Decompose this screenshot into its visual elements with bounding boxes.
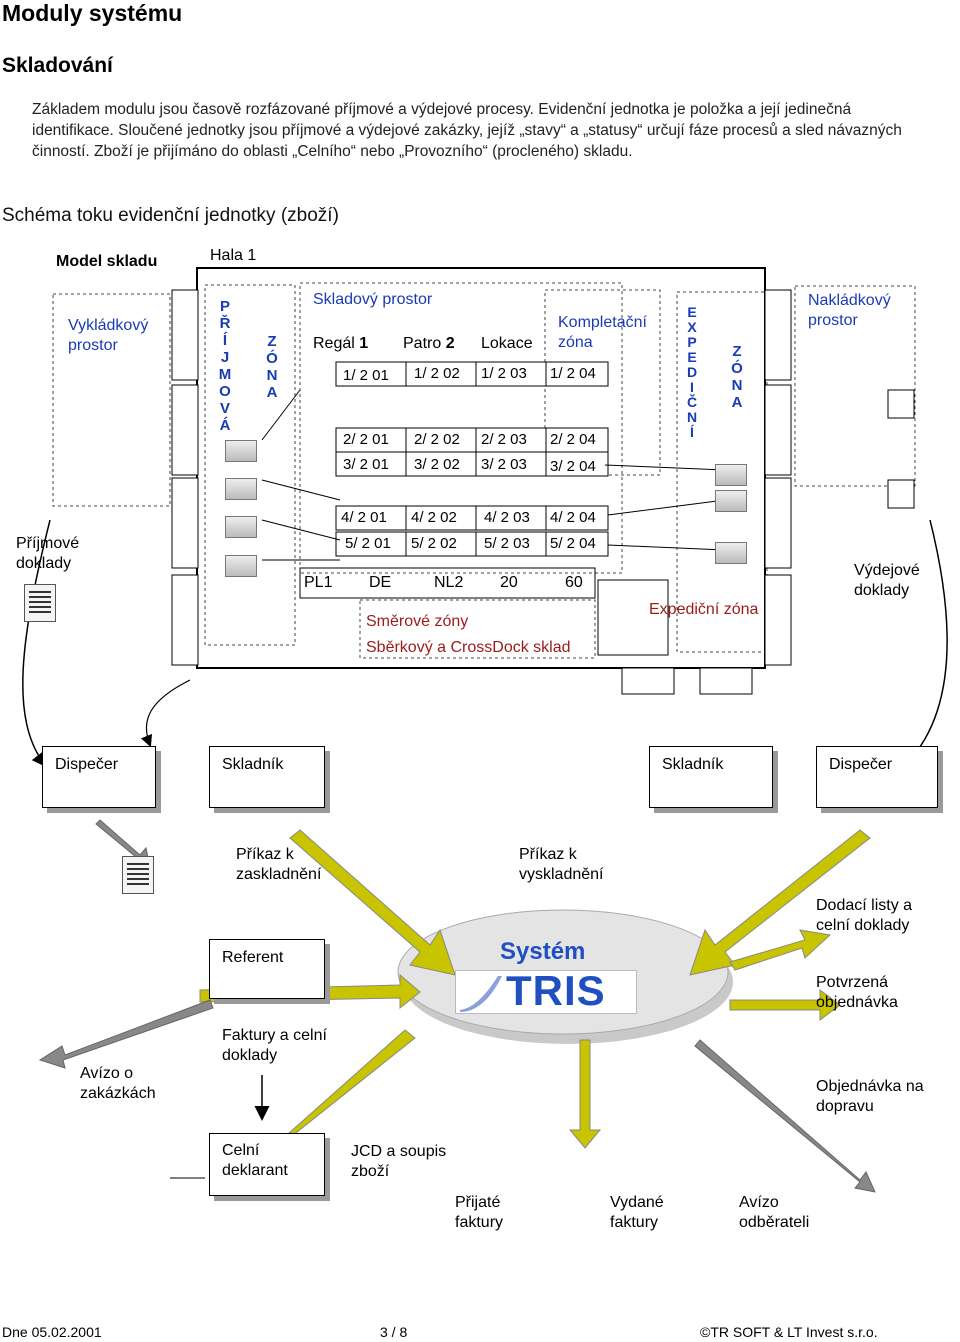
footer-copyright: ©TR SOFT & LT Invest s.r.o. bbox=[700, 1324, 878, 1340]
role-referent: Referent bbox=[209, 939, 325, 999]
unload-area-label: Vykládkový prostor bbox=[68, 317, 149, 354]
pallet-icon bbox=[225, 478, 257, 500]
location-cell: 5/ 2 01 bbox=[345, 535, 391, 552]
location-cell: 1/ 2 03 bbox=[481, 365, 527, 382]
tris-logo: TRIS bbox=[455, 967, 637, 1014]
pallet-icon bbox=[715, 542, 747, 564]
footer-date: Dne 05.02.2001 bbox=[2, 1324, 102, 1340]
pallet-icon bbox=[715, 490, 747, 512]
store-order-label: Příkaz k zaskladnění bbox=[236, 846, 322, 883]
storage-area-label: Skladový prostor bbox=[313, 291, 433, 308]
intro-paragraph: Základem modulu jsou časově rozfázované … bbox=[32, 101, 902, 160]
document-icon bbox=[24, 584, 56, 622]
row-cell: 60 bbox=[565, 574, 583, 591]
location-cell: 3/ 2 03 bbox=[481, 456, 527, 473]
pallet-icon bbox=[715, 464, 747, 486]
location-cell: 5/ 2 04 bbox=[550, 535, 596, 552]
jcd-label: JCD a soupis zboží bbox=[351, 1143, 447, 1180]
delivery-notes-label: Dodací listy a celní doklady bbox=[816, 897, 913, 934]
invoices-customs-label: Faktury a celní doklady bbox=[222, 1027, 327, 1064]
location-cell: 2/ 2 04 bbox=[550, 431, 596, 448]
customer-advice-label: Avízo odběrateli bbox=[739, 1194, 810, 1231]
row-cell: 20 bbox=[500, 574, 518, 591]
pallet-icon bbox=[225, 516, 257, 538]
completion-zone-label: Kompletační zóna bbox=[558, 314, 647, 351]
system-label: Systém bbox=[500, 938, 586, 965]
row-cell: PL1 bbox=[304, 574, 333, 591]
location-cell: 1/ 2 04 bbox=[550, 365, 596, 382]
order-advice-label: Avízo o zakázkách bbox=[80, 1065, 156, 1102]
pallet-icon bbox=[225, 440, 257, 462]
role-dispatcher-left: Dispečer bbox=[42, 746, 156, 808]
location-cell: 2/ 2 01 bbox=[343, 431, 389, 448]
issued-invoices-label: Vydané faktury bbox=[610, 1194, 664, 1231]
transport-order-label: Objednávka na dopravu bbox=[816, 1078, 924, 1115]
outgoing-docs-label: Výdejové doklady bbox=[854, 562, 920, 599]
role-dispatcher-right: Dispečer bbox=[816, 746, 938, 808]
incoming-docs-label: Příjmové doklady bbox=[16, 535, 80, 572]
footer-page: 3 / 8 bbox=[380, 1324, 408, 1340]
floor-label: Patro 2 bbox=[403, 335, 455, 352]
location-cell: 3/ 2 01 bbox=[343, 456, 389, 473]
schema-title: Schéma toku evidenční jednotky (zboží) bbox=[2, 205, 339, 226]
section-title: Skladování bbox=[2, 54, 113, 77]
location-cell: 5/ 2 03 bbox=[484, 535, 530, 552]
location-cell: 4/ 2 02 bbox=[411, 509, 457, 526]
location-cell: 4/ 2 04 bbox=[550, 509, 596, 526]
document-icon bbox=[122, 856, 154, 894]
pick-order-label: Příkaz k vyskladnění bbox=[519, 846, 604, 883]
model-label: Model skladu bbox=[56, 253, 158, 270]
received-invoices-label: Přijaté faktury bbox=[455, 1194, 504, 1231]
location-label: Lokace bbox=[481, 335, 533, 352]
location-cell: 2/ 2 03 bbox=[481, 431, 527, 448]
row-cell: DE bbox=[369, 574, 392, 591]
role-customs: Celní deklarant bbox=[209, 1133, 325, 1196]
confirmed-order-label: Potvrzená objednávka bbox=[816, 974, 898, 1011]
location-cell: 5/ 2 02 bbox=[411, 535, 457, 552]
pallet-icon bbox=[225, 555, 257, 577]
logo-swoosh-icon bbox=[460, 976, 502, 1012]
role-storekeeper-right: Skladník bbox=[649, 746, 773, 808]
rack-label: Regál 1 bbox=[313, 335, 369, 352]
expedition-zone-label: Expediční zóna bbox=[649, 601, 759, 618]
direction-zones-label: Směrové zóny bbox=[366, 613, 469, 630]
row-cell: NL2 bbox=[434, 574, 464, 591]
location-cell: 2/ 2 02 bbox=[414, 431, 460, 448]
page-title: Moduly systému bbox=[2, 0, 183, 26]
role-storekeeper-left: Skladník bbox=[209, 746, 325, 808]
location-cell: 1/ 2 02 bbox=[414, 365, 460, 382]
location-cell: 4/ 2 03 bbox=[484, 509, 530, 526]
location-cell: 1/ 2 01 bbox=[343, 367, 389, 384]
hall-label: Hala 1 bbox=[210, 247, 257, 264]
loading-area-label: Nakládkový prostor bbox=[808, 292, 891, 329]
location-cell: 4/ 2 01 bbox=[341, 509, 387, 526]
location-cell: 3/ 2 02 bbox=[414, 456, 460, 473]
crossdock-label: Sběrkový a CrossDock sklad bbox=[366, 639, 571, 656]
location-cell: 3/ 2 04 bbox=[550, 458, 596, 475]
